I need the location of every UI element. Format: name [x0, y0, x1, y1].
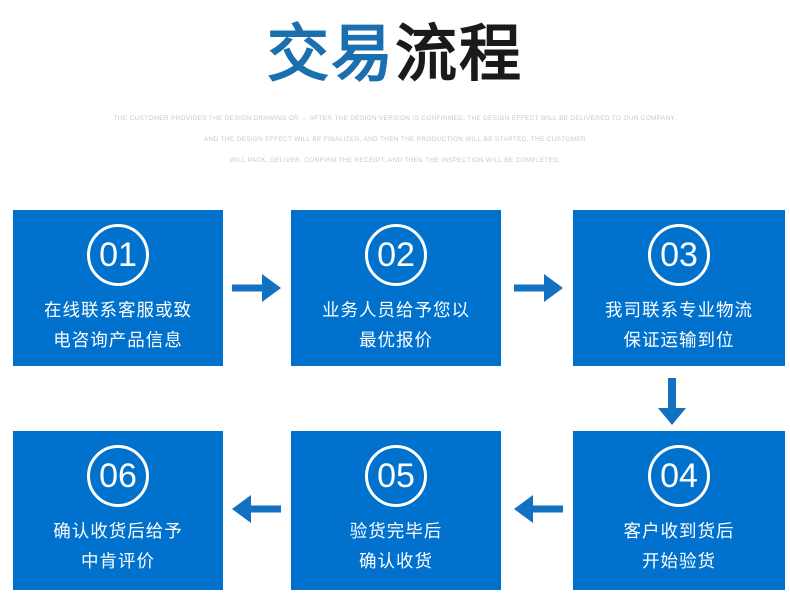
- step-description-06: 确认收货后给予 中肯评价: [13, 517, 223, 577]
- header: 交易流程 THE CUSTOMER PROVIDES THE DESIGN DR…: [0, 0, 790, 195]
- step-number-badge-04: 04: [648, 445, 710, 507]
- step-number-badge-05: 05: [365, 445, 427, 507]
- arrow-left-icon-step4-to-step5: [514, 489, 564, 529]
- arrow-left-icon-step5-to-step6: [232, 489, 282, 529]
- step-description-06-line-2: 中肯评价: [81, 552, 155, 572]
- subtitle-line-2: AND THE DESIGN EFFECT WILL BE FINALIZED,…: [204, 136, 586, 143]
- step-number-badge-03: 03: [648, 224, 710, 286]
- step-description-02: 业务人员给予您以 最优报价: [291, 296, 501, 356]
- step-description-01: 在线联系客服或致 电咨询产品信息: [13, 296, 223, 356]
- step-description-04-line-2: 开始验货: [642, 552, 716, 572]
- page-title: 交易流程: [0, 18, 790, 90]
- step-number-badge-02: 02: [365, 224, 427, 286]
- step-description-05: 验货完毕后 确认收货: [291, 517, 501, 577]
- process-step-01: 01 在线联系客服或致 电咨询产品信息: [13, 210, 223, 366]
- step-description-01-line-2: 电咨询产品信息: [53, 331, 183, 351]
- step-description-03: 我司联系专业物流 保证运输到位: [573, 296, 785, 356]
- step-description-05-line-2: 确认收货: [359, 552, 433, 572]
- step-description-03-line-1: 我司联系专业物流: [605, 301, 753, 321]
- step-description-05-line-1: 验货完毕后: [349, 522, 443, 542]
- process-step-05: 05 验货完毕后 确认收货: [291, 431, 501, 590]
- arrow-right-icon-step2-to-step3: [514, 268, 564, 308]
- page-title-dark-part: 流程: [395, 17, 524, 90]
- step-number-badge-01: 01: [87, 224, 149, 286]
- step-description-02-line-1: 业务人员给予您以: [322, 301, 470, 321]
- process-step-04: 04 客户收到货后 开始验货: [573, 431, 785, 590]
- step-description-02-line-2: 最优报价: [359, 331, 433, 351]
- subtitle-line-1: THE CUSTOMER PROVIDES THE DESIGN DRAWING…: [113, 115, 677, 122]
- step-description-04-line-1: 客户收到货后: [623, 522, 735, 542]
- step-description-04: 客户收到货后 开始验货: [573, 517, 785, 577]
- step-description-01-line-1: 在线联系客服或致: [44, 301, 192, 321]
- process-step-02: 02 业务人员给予您以 最优报价: [291, 210, 501, 366]
- process-step-06: 06 确认收货后给予 中肯评价: [13, 431, 223, 590]
- step-number-badge-06: 06: [87, 445, 149, 507]
- arrow-down-icon-step3-to-step4: [652, 378, 692, 426]
- process-step-03: 03 我司联系专业物流 保证运输到位: [573, 210, 785, 366]
- arrow-right-icon-step1-to-step2: [232, 268, 282, 308]
- page-title-blue-part: 交易: [266, 17, 395, 90]
- subtitle-block: THE CUSTOMER PROVIDES THE DESIGN DRAWING…: [0, 108, 790, 171]
- step-description-06-line-1: 确认收货后给予: [53, 522, 183, 542]
- step-description-03-line-2: 保证运输到位: [623, 331, 735, 351]
- subtitle-line-3: WILL PACK, DELIVER, CONFIRM THE RECEIPT,…: [229, 157, 561, 164]
